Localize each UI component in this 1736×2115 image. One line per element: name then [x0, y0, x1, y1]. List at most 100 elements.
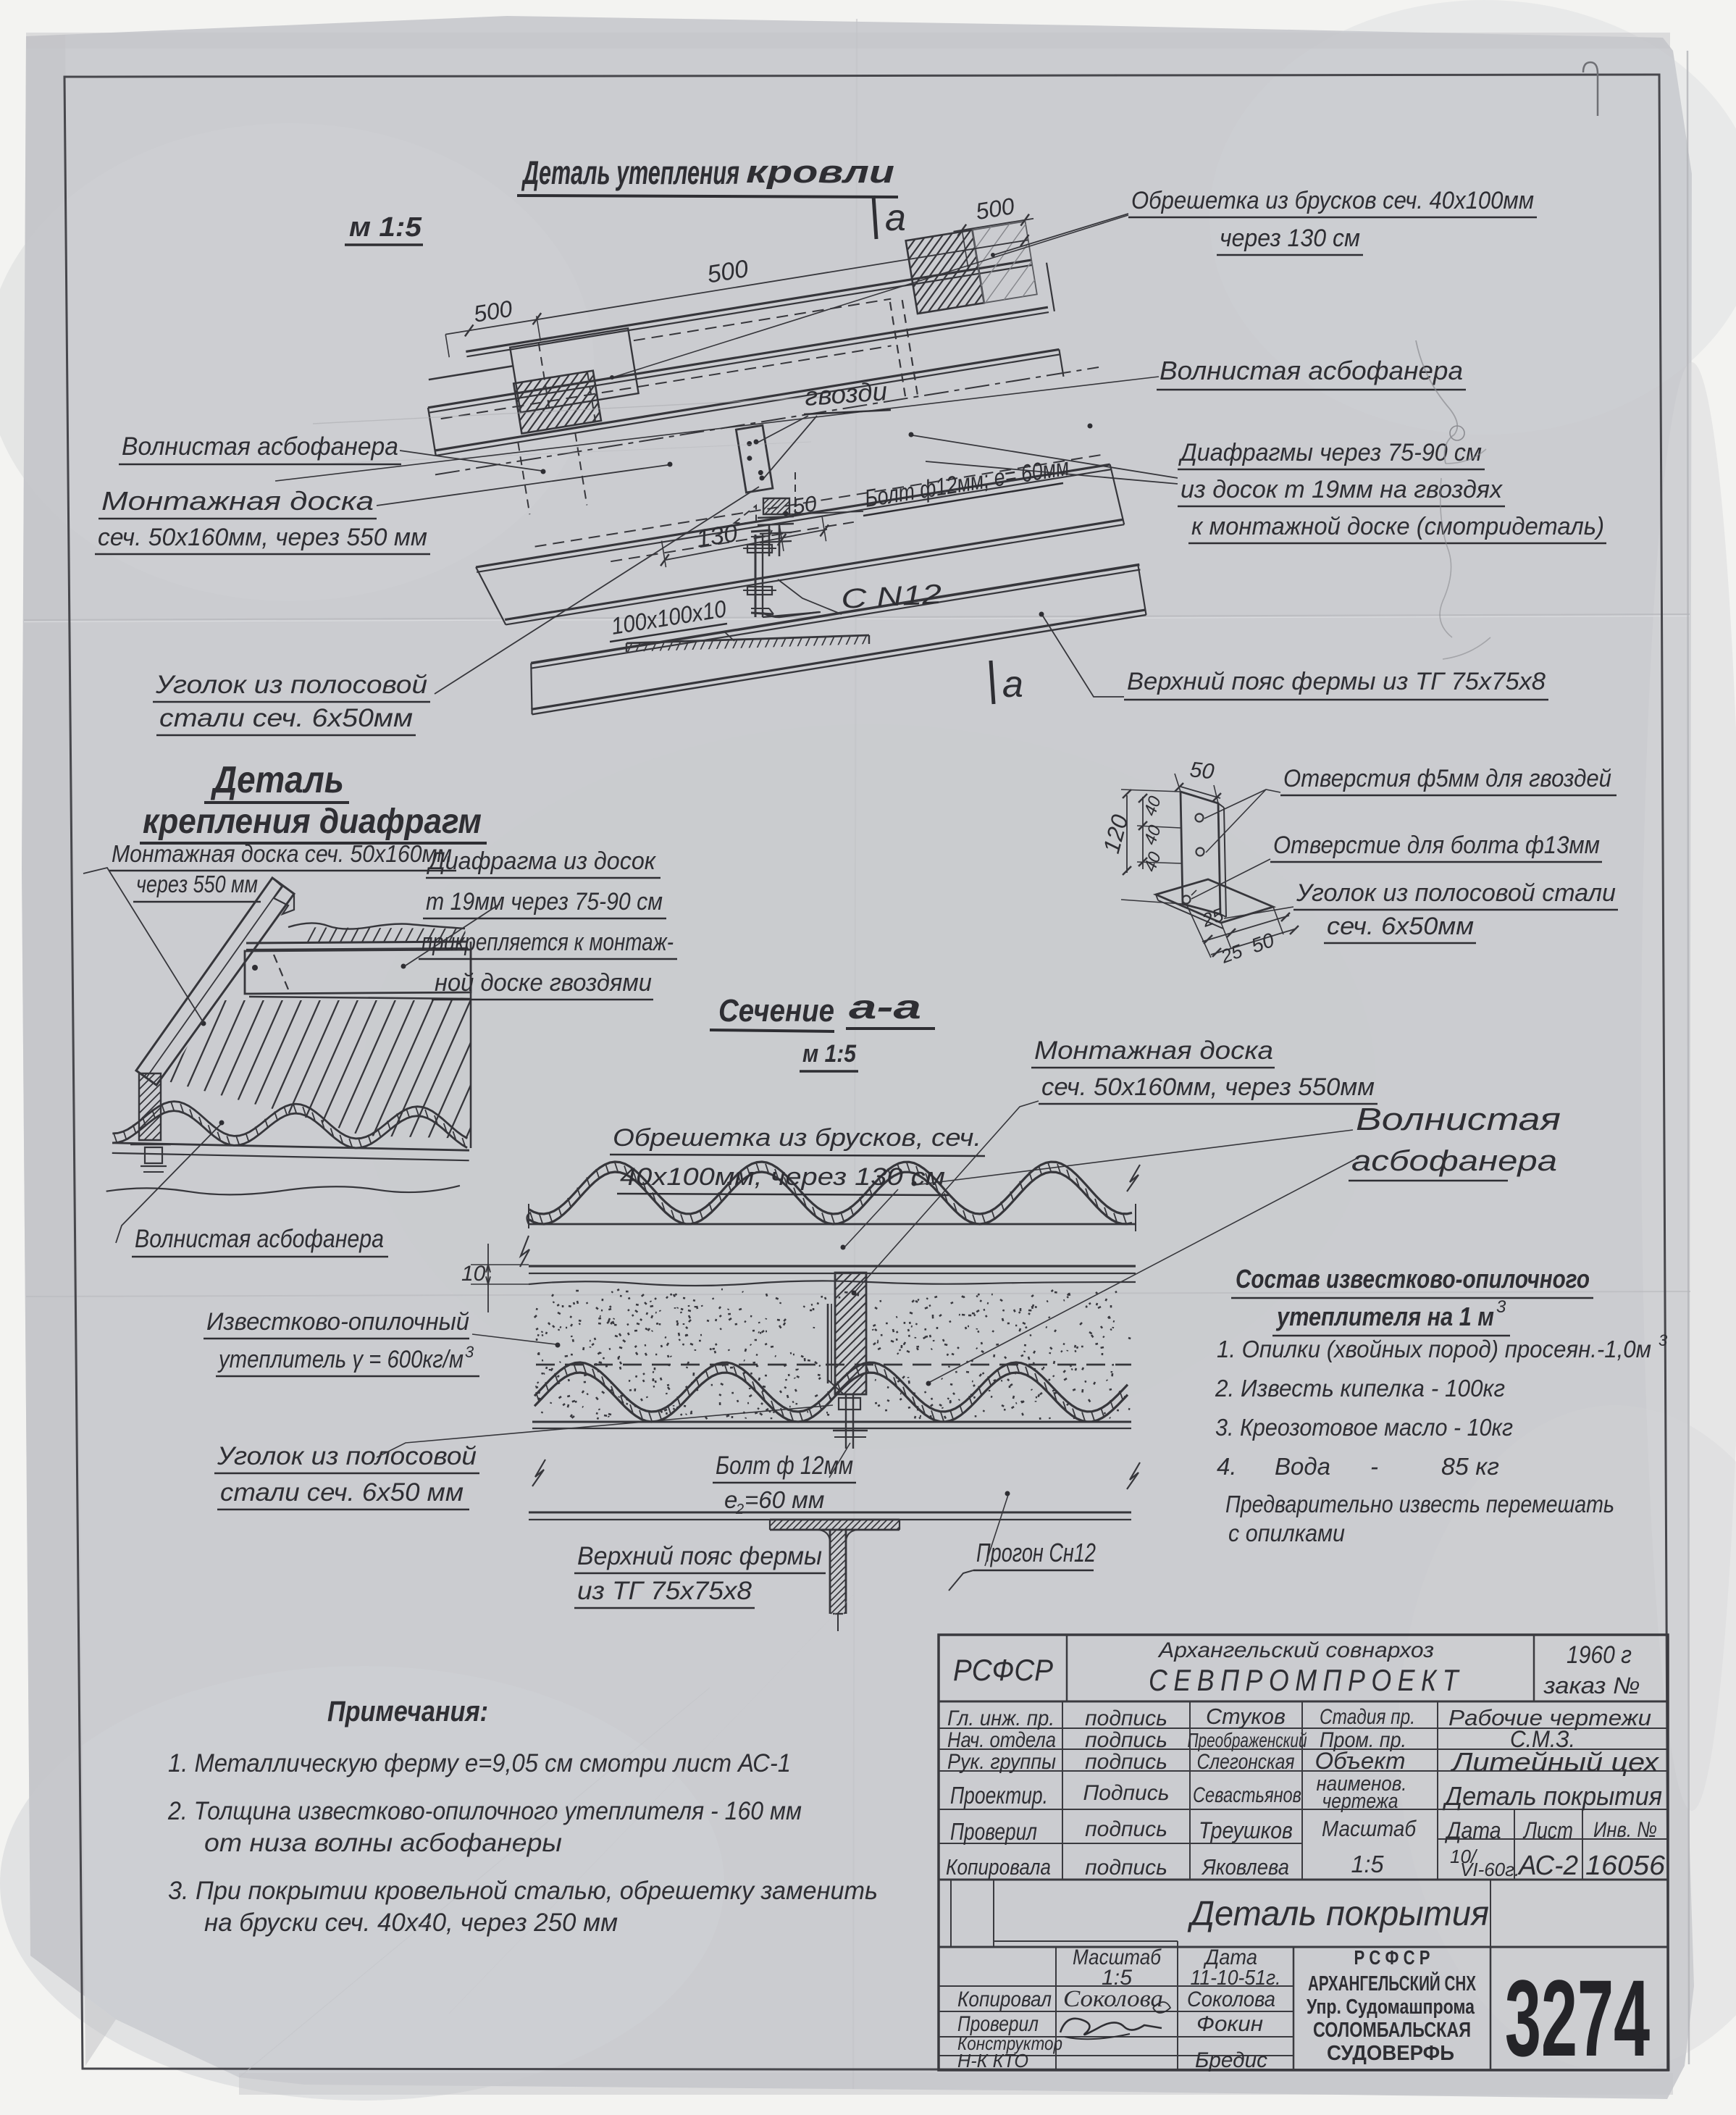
- svg-text:гвозди: гвозди: [804, 376, 889, 411]
- svg-text:Монтажная доска: Монтажная доска: [101, 486, 374, 516]
- svg-text:т 19мм через 75-90 см: т 19мм через 75-90 см: [426, 888, 663, 916]
- svg-text:утеплителя на 1 м: утеплителя на 1 м: [1275, 1302, 1494, 1331]
- svg-text:С.М.З.: С.М.З.: [1510, 1726, 1575, 1752]
- svg-text:1. Металлическую ферму е=9,: 1. Металлическую ферму е=9,05 см смотри …: [168, 1749, 791, 1777]
- svg-text:1. Опилки (хвойных пород) пр: 1. Опилки (хвойных пород) просеян.-1,0м: [1217, 1336, 1651, 1362]
- svg-text:1960 г: 1960 г: [1567, 1641, 1632, 1669]
- svg-text:40х100мм, через 130 см: 40х100мм, через 130 см: [620, 1163, 945, 1191]
- svg-text:сеч. 50х160мм, через 550 мм: сеч. 50х160мм, через 550 мм: [98, 524, 427, 551]
- svg-text:a: a: [1002, 663, 1023, 705]
- svg-text:Проектир.: Проектир.: [950, 1782, 1048, 1809]
- svg-text:2. Толщина известково-опилоч: 2. Толщина известково-опилочного утеплит…: [167, 1797, 802, 1825]
- svg-text:СУДОВЕРФЬ: СУДОВЕРФЬ: [1327, 2042, 1454, 2065]
- svg-text:Фокин: Фокин: [1196, 2012, 1263, 2036]
- svg-text:2: 2: [735, 1502, 744, 1517]
- svg-text:м 1:5: м 1:5: [349, 212, 422, 243]
- svg-text:Соколова: Соколова: [1063, 1986, 1163, 2012]
- svg-text:Деталь утепления: Деталь утепления: [521, 154, 739, 191]
- svg-text:асбофанера: асбофанера: [1351, 1145, 1557, 1177]
- svg-text:Н-К КТО: Н-К КТО: [957, 2050, 1028, 2072]
- svg-text:Предварительно известь перем: Предварительно известь перемешать: [1225, 1491, 1614, 1517]
- svg-text:Монтажная доска: Монтажная доска: [1034, 1036, 1273, 1065]
- svg-text:АРХАНГЕЛЬСКИЙ СНХ: АРХАНГЕЛЬСКИЙ СНХ: [1308, 1971, 1476, 1995]
- svg-text:на бруски сеч. 40х40, через: на бруски сеч. 40х40, через 250 мм: [204, 1909, 618, 1937]
- svg-text:Волнистая асбофанера: Волнистая асбофанера: [135, 1225, 384, 1253]
- svg-text:Уголок из полосовой: Уголок из полосовой: [155, 671, 427, 699]
- svg-text:Волнистая асбофанера: Волнистая асбофанера: [1160, 356, 1463, 385]
- svg-text:Копировала: Копировала: [946, 1854, 1051, 1880]
- svg-text:Волнистая: Волнистая: [1356, 1102, 1561, 1137]
- svg-text:прикрепляется к монтаж-: прикрепляется к монтаж-: [422, 929, 674, 956]
- svg-text:м 1:5: м 1:5: [802, 1040, 857, 1068]
- svg-text:1:5: 1:5: [1102, 1966, 1132, 1990]
- svg-text:Обрешетка из брусков сеч. 40х1: Обрешетка из брусков сеч. 40х100мм: [1131, 187, 1534, 214]
- svg-text:3: 3: [1659, 1331, 1668, 1349]
- svg-text:3274: 3274: [1505, 1958, 1650, 2079]
- svg-text:а-а: а-а: [849, 988, 921, 1026]
- svg-text:Стуков: Стуков: [1206, 1704, 1286, 1729]
- svg-text:Соколова: Соколова: [1187, 1988, 1275, 2011]
- svg-text:Рук. группы: Рук. группы: [947, 1750, 1056, 1774]
- svg-text:Объект: Объект: [1315, 1748, 1406, 1774]
- svg-text:через 130 см: через 130 см: [1220, 225, 1360, 252]
- svg-text:500: 500: [705, 255, 750, 289]
- svg-text:2. Известь кипелка - 100: 2. Известь кипелка - 100кг: [1215, 1375, 1505, 1402]
- svg-text:Масштаб: Масштаб: [1073, 1946, 1162, 1969]
- svg-text:через 550 мм: через 550 мм: [136, 871, 258, 897]
- svg-text:Стадия пр.: Стадия пр.: [1320, 1705, 1415, 1729]
- svg-text:АС-2: АС-2: [1517, 1851, 1578, 1881]
- svg-text:наименов.: наименов.: [1317, 1772, 1407, 1796]
- svg-text:чертежа: чертежа: [1322, 1790, 1399, 1813]
- svg-text:Подпись: Подпись: [1083, 1781, 1170, 1805]
- svg-text:Рабочие чертежи: Рабочие чертежи: [1448, 1705, 1651, 1730]
- svg-text:Литейный цех: Литейный цех: [1451, 1747, 1661, 1777]
- svg-text:3. Креозотовое масло - 10к: 3. Креозотовое масло - 10кг: [1215, 1414, 1513, 1441]
- svg-text:Дата: Дата: [1203, 1946, 1257, 1969]
- svg-text:Нач. отдела: Нач. отдела: [947, 1728, 1056, 1752]
- svg-text:сеч. 50х160мм, через 550мм: сеч. 50х160мм, через 550мм: [1041, 1073, 1375, 1101]
- svg-text:Сечение: Сечение: [718, 993, 834, 1029]
- svg-text:Уголок из полосовой стали: Уголок из полосовой стали: [1296, 879, 1616, 907]
- svg-text:Конструктор: Конструктор: [957, 2032, 1062, 2054]
- svg-text:4.: 4.: [1217, 1453, 1237, 1480]
- svg-text:3: 3: [465, 1343, 474, 1361]
- svg-text:3: 3: [1496, 1297, 1506, 1317]
- svg-text:Яковлева: Яковлева: [1201, 1854, 1289, 1880]
- svg-text:е: е: [724, 1486, 737, 1513]
- svg-text:Болт ф 12мм: Болт ф 12мм: [716, 1452, 853, 1480]
- svg-text:Диафрагма из досок: Диафрагма из досок: [426, 847, 657, 875]
- svg-text:Проверил: Проверил: [957, 2012, 1039, 2036]
- svg-text:500: 500: [974, 193, 1017, 225]
- svg-text:Состав известково-опилочного: Состав известково-опилочного: [1236, 1264, 1590, 1294]
- svg-text:500: 500: [471, 296, 514, 327]
- svg-text:стали сеч. 6х50 мм: стали сеч. 6х50 мм: [220, 1478, 464, 1507]
- svg-text:к монтажной доске (смотридета: к монтажной доске (смотридеталь): [1191, 513, 1604, 540]
- svg-text:Слегонская: Слегонская: [1197, 1750, 1295, 1774]
- svg-text:Вода: Вода: [1275, 1453, 1330, 1480]
- svg-text:=60 мм: =60 мм: [745, 1486, 824, 1513]
- svg-text:Уголок из полосовой: Уголок из полосовой: [217, 1442, 477, 1470]
- svg-text:Упр. Судомашпрома: Упр. Судомашпрома: [1307, 1995, 1475, 2019]
- svg-text:10: 10: [461, 1262, 486, 1286]
- svg-text:подпись: подпись: [1085, 1750, 1167, 1774]
- svg-text:Известково-опилочный: Известково-опилочный: [206, 1308, 469, 1336]
- svg-text:подпись: подпись: [1085, 1856, 1167, 1880]
- svg-text:16056: 16056: [1585, 1851, 1666, 1881]
- svg-text:утеплитель γ = 600кг/м: утеплитель γ = 600кг/м: [217, 1346, 464, 1373]
- svg-text:Верхний пояс фермы из ТГ 75х7: Верхний пояс фермы из ТГ 75х75х8: [1127, 668, 1546, 695]
- svg-text:Архангельский совнархоз: Архангельский совнархоз: [1157, 1638, 1434, 1662]
- svg-text:Волнистая асбофанера: Волнистая асбофанера: [122, 432, 398, 461]
- svg-text:Деталь покрытия: Деталь покрытия: [1187, 1895, 1489, 1933]
- svg-text:СЕВПРОМПРОЕКТ: СЕВПРОМПРОЕКТ: [1149, 1663, 1464, 1697]
- svg-text:Диафрагмы через 75-90 см: Диафрагмы через 75-90 см: [1178, 439, 1482, 466]
- svg-text:подпись: подпись: [1085, 1728, 1167, 1752]
- svg-text:из ТГ 75х75х8: из ТГ 75х75х8: [577, 1577, 752, 1605]
- svg-text:Бредис: Бредис: [1195, 2048, 1267, 2072]
- svg-text:из досок т 19мм на гвоздях: из досок т 19мм на гвоздях: [1181, 476, 1503, 503]
- svg-text:СОЛОМБАЛЬСКАЯ: СОЛОМБАЛЬСКАЯ: [1313, 2019, 1471, 2042]
- svg-text:Обрешетка из брусков, сеч.: Обрешетка из брусков, сеч.: [613, 1124, 981, 1152]
- svg-text:Прогон Сн12: Прогон Сн12: [976, 1538, 1096, 1567]
- svg-text:Примечания:: Примечания:: [327, 1696, 488, 1727]
- svg-text:крепления диафрагм: крепления диафрагм: [143, 803, 482, 841]
- svg-text:подпись: подпись: [1085, 1817, 1167, 1841]
